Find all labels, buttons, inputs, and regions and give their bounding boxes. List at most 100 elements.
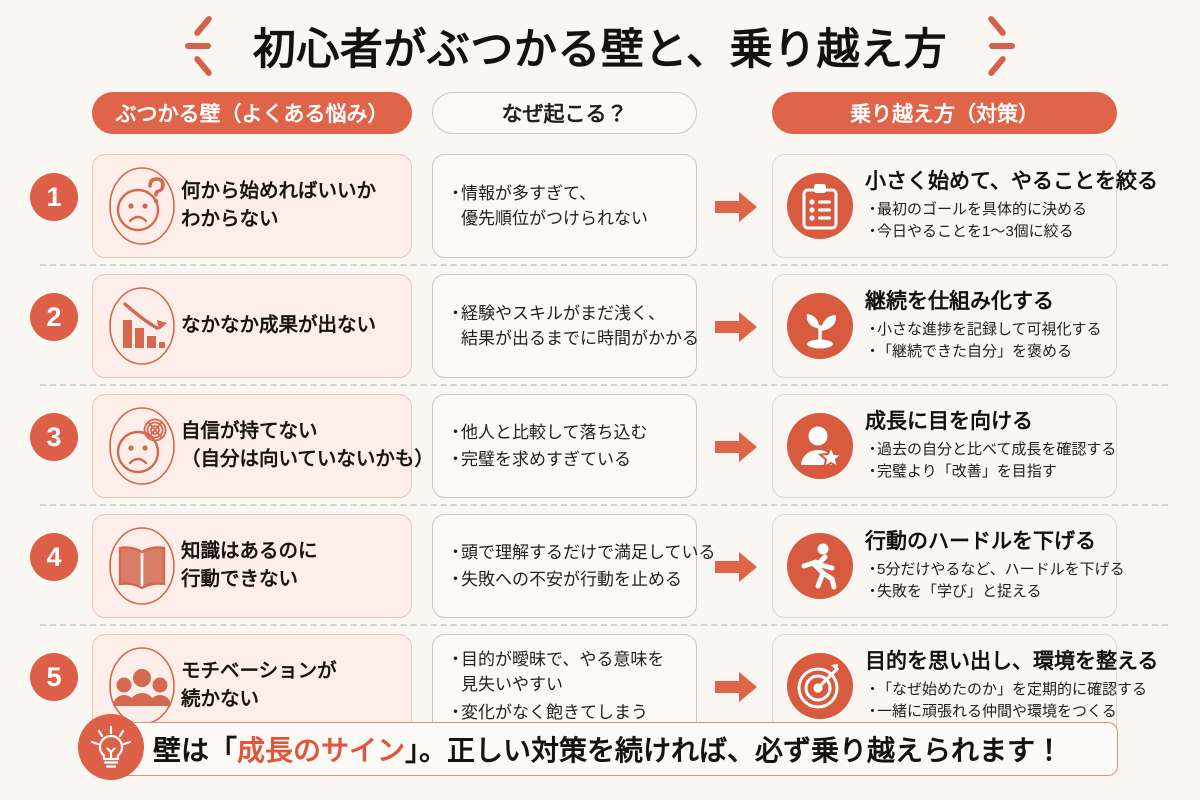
- solution-body: 小さく始めて、やることを絞る・最初のゴールを具体的に決める・今日やることを1〜3…: [865, 169, 1158, 243]
- solution-title: 目的を思い出し、環境を整える: [865, 650, 1159, 674]
- bullet-marker-icon: ・: [865, 343, 881, 361]
- cause-cell[interactable]: ・目的が曖昧で、やる意味を見失いやすい・変化がなく飽きてしまう: [432, 634, 697, 738]
- solution-bullet: ・小さな進捗を記録して可視化する: [865, 319, 1106, 341]
- solution-bullet-text: 最初のゴールを具体的に決める: [877, 201, 1088, 219]
- cause-bullet-line: 完璧を求めすぎている: [461, 450, 631, 469]
- bullet-marker-icon: ・: [447, 422, 464, 442]
- bullet-marker-icon: ・: [865, 441, 881, 459]
- problem-text-line: 何から始めればいいか: [181, 180, 377, 203]
- bullet-marker-icon: ・: [447, 570, 464, 589]
- problem-cell[interactable]: モチベーションが続かない: [92, 634, 412, 738]
- bullet-marker-icon: ・: [447, 450, 464, 469]
- cause-bullet-text: 情報が多すぎて、優先順位がつけられない: [461, 181, 648, 232]
- footer-suffix: 」。正しい対策を続ければ、必ず乗り越えられます！: [405, 735, 1064, 766]
- column-header-solution: 乗り越え方（対策）: [772, 92, 1117, 134]
- clipboard-checklist-icon: [787, 173, 853, 239]
- problem-cell[interactable]: 自信が持てない（自分は向いていないかも）: [92, 394, 434, 498]
- problem-text: なかなか成果が出ない: [179, 312, 376, 340]
- worried-face-icon: [105, 404, 179, 488]
- problem-text-line: わからない: [181, 208, 279, 230]
- solution-body: 行動のハードルを下げる・5分だけやるなど、ハードルを下げる・失敗を「学び」と捉え…: [865, 529, 1125, 603]
- solution-bullet-text: 過去の自分と比べて成長を確認する: [877, 441, 1117, 459]
- row-number-badge: 4: [30, 533, 78, 581]
- footer-text: 壁は「成長のサイン」。正しい対策を続ければ、必ず乗り越えられます！: [153, 729, 1063, 769]
- solution-title: 成長に目を向ける: [865, 410, 1033, 434]
- cause-bullet: ・情報が多すぎて、優先順位がつけられない: [447, 181, 686, 232]
- bullet-marker-icon: ・: [447, 542, 464, 562]
- solution-bullet-text: 「なぜ始めたのか」を定期的に確認する: [877, 681, 1148, 699]
- solution-cell[interactable]: 目的を思い出し、環境を整える・「なぜ始めたのか」を定期的に確認する・一緒に頑張れ…: [772, 634, 1159, 738]
- bullet-marker-icon: ・: [865, 583, 881, 601]
- cause-bullet-line: 目的が曖昧で、やる意味を: [461, 649, 665, 669]
- arrow-right-icon: [713, 550, 759, 584]
- problem-cell[interactable]: 何から始めればいいかわからない: [92, 154, 412, 258]
- problem-text-line: なかなか成果が出ない: [181, 314, 377, 337]
- cause-bullet: ・失敗への不安が行動を止める: [447, 567, 686, 593]
- solution-bullet: ・最初のゴールを具体的に決める: [865, 199, 1106, 221]
- solution-cell[interactable]: 小さく始めて、やることを絞る・最初のゴールを具体的に決める・今日やることを1〜3…: [772, 154, 1158, 258]
- solution-cell[interactable]: 成長に目を向ける・過去の自分と比べて成長を確認する・完璧より「改善」を目指す: [772, 394, 1117, 498]
- cause-cell[interactable]: ・頭で理解するだけで満足している・失敗への不安が行動を止める: [432, 514, 716, 618]
- solution-bullet-text: 「継続できた自分」を褒める: [877, 343, 1073, 361]
- problem-text: 知識はあるのに行動できない: [179, 538, 318, 593]
- confused-face-icon: [105, 164, 179, 248]
- cause-bullet: ・目的が曖昧で、やる意味を見失いやすい: [447, 647, 686, 698]
- cause-bullet-text: 経験やスキルがまだ浅く、結果が出るまでに時間がかかる: [461, 301, 699, 352]
- row-divider: [40, 624, 1168, 626]
- cause-bullet: ・完璧を求めすぎている: [447, 447, 686, 473]
- row-divider: [40, 384, 1168, 386]
- problem-cell[interactable]: 知識はあるのに行動できない: [92, 514, 412, 618]
- people-group-icon: [105, 644, 179, 728]
- solution-bullet: ・「なぜ始めたのか」を定期的に確認する: [865, 679, 1147, 701]
- problem-cell[interactable]: なかなか成果が出ない: [92, 274, 412, 378]
- solution-bullet-text: 一緒に頑張れる仲間や環境をつくる: [877, 703, 1117, 721]
- bullet-marker-icon: ・: [865, 201, 881, 219]
- cause-cell[interactable]: ・経験やスキルがまだ浅く、結果が出るまでに時間がかかる: [432, 274, 699, 378]
- solution-bullet-text: 5分だけやるなど、ハードルを下げる: [877, 561, 1125, 579]
- cause-bullet-line: 頭で理解するだけで満足している: [461, 542, 716, 562]
- bullet-marker-icon: ・: [865, 321, 881, 339]
- bullet-marker-icon: ・: [447, 702, 464, 722]
- problem-text: 何から始めればいいかわからない: [179, 178, 376, 233]
- solution-bullet: ・今日やることを1〜3個に絞る: [865, 221, 1106, 243]
- problem-text-line: 続かない: [181, 688, 260, 710]
- burst-decoration-right-icon: [973, 14, 1017, 78]
- solution-body: 成長に目を向ける・過去の自分と比べて成長を確認する・完璧より「改善」を目指す: [865, 409, 1116, 483]
- solution-bullet-text: 完璧より「改善」を目指す: [877, 463, 1057, 481]
- row-number-badge: 2: [30, 293, 78, 341]
- solution-cell[interactable]: 行動のハードルを下げる・5分だけやるなど、ハードルを下げる・失敗を「学び」と捉え…: [772, 514, 1125, 618]
- cause-cell[interactable]: ・他人と比較して落ち込む・完璧を求めすぎている: [432, 394, 697, 498]
- bullet-marker-icon: ・: [447, 649, 464, 669]
- cause-bullet-line: 失敗への不安が行動を止める: [461, 570, 682, 589]
- arrow-right-icon: [713, 670, 759, 704]
- row-number-badge: 1: [30, 173, 78, 221]
- cause-bullet-text: 他人と比較して落ち込む: [461, 420, 648, 446]
- cause-bullet-line: 優先順位がつけられない: [461, 209, 648, 228]
- cause-bullet-text: 頭で理解するだけで満足している: [461, 540, 716, 566]
- solution-body: 継続を仕組み化する・小さな進捗を記録して可視化する・「継続できた自分」を褒める: [865, 289, 1106, 363]
- solution-cell[interactable]: 継続を仕組み化する・小さな進捗を記録して可視化する・「継続できた自分」を褒める: [772, 274, 1117, 378]
- bullet-marker-icon: ・: [447, 183, 464, 203]
- target-dart-icon: [787, 653, 853, 719]
- title-row: 初心者がぶつかる壁と、乗り越え方: [0, 0, 1200, 86]
- cause-bullet-text: 完璧を求めすぎている: [461, 447, 631, 473]
- page-title: 初心者がぶつかる壁と、乗り越え方: [252, 26, 948, 74]
- burst-decoration-left-icon: [183, 14, 227, 78]
- cause-cell[interactable]: ・情報が多すぎて、優先順位がつけられない: [432, 154, 697, 258]
- solution-bullet: ・過去の自分と比べて成長を確認する: [865, 439, 1116, 461]
- solution-title: 行動のハードルを下げる: [865, 530, 1096, 554]
- cause-bullet-line: 見失いやすい: [461, 675, 563, 695]
- footer-highlight: 成長のサイン: [237, 735, 406, 766]
- column-headers: ぶつかる壁（よくある悩み） なぜ起こる？ 乗り越え方（対策）: [0, 92, 1200, 138]
- footer-banner: 壁は「成長のサイン」。正しい対策を続ければ、必ず乗り越えられます！: [90, 722, 1118, 776]
- cause-bullet-line: 他人と比較して落ち込む: [461, 422, 648, 442]
- problem-text-line: （自分は向いていないかも）: [181, 448, 434, 470]
- running-person-icon: [787, 533, 853, 599]
- problem-text-line: 知識はあるのに: [181, 540, 318, 563]
- problem-text-line: 行動できない: [181, 568, 299, 590]
- solution-bullet-text: 今日やることを1〜3個に絞る: [877, 223, 1074, 241]
